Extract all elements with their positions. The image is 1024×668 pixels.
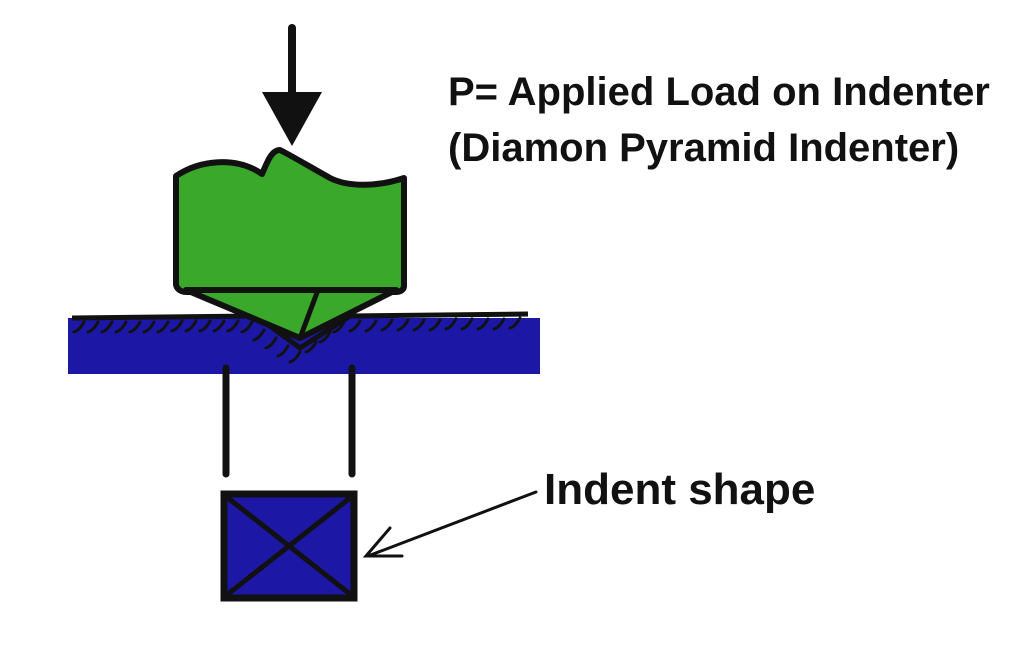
specimen-surface	[71, 311, 529, 351]
load-label: P= Applied Load on Indenter (Diamon Pyra…	[448, 64, 990, 176]
surface-hatching	[72, 316, 522, 364]
diamond-pyramid-indenter	[173, 147, 407, 341]
load-arrow-icon	[262, 24, 322, 146]
indent-shape-label: Indent shape	[544, 465, 816, 514]
load-label-line1: P= Applied Load on Indenter	[448, 70, 990, 114]
load-label-line2: (Diamon Pyramid Indenter)	[448, 126, 960, 170]
indent-shape-square	[220, 490, 358, 602]
projection-lines	[222, 364, 356, 478]
pointer-arrow-icon	[362, 490, 538, 558]
